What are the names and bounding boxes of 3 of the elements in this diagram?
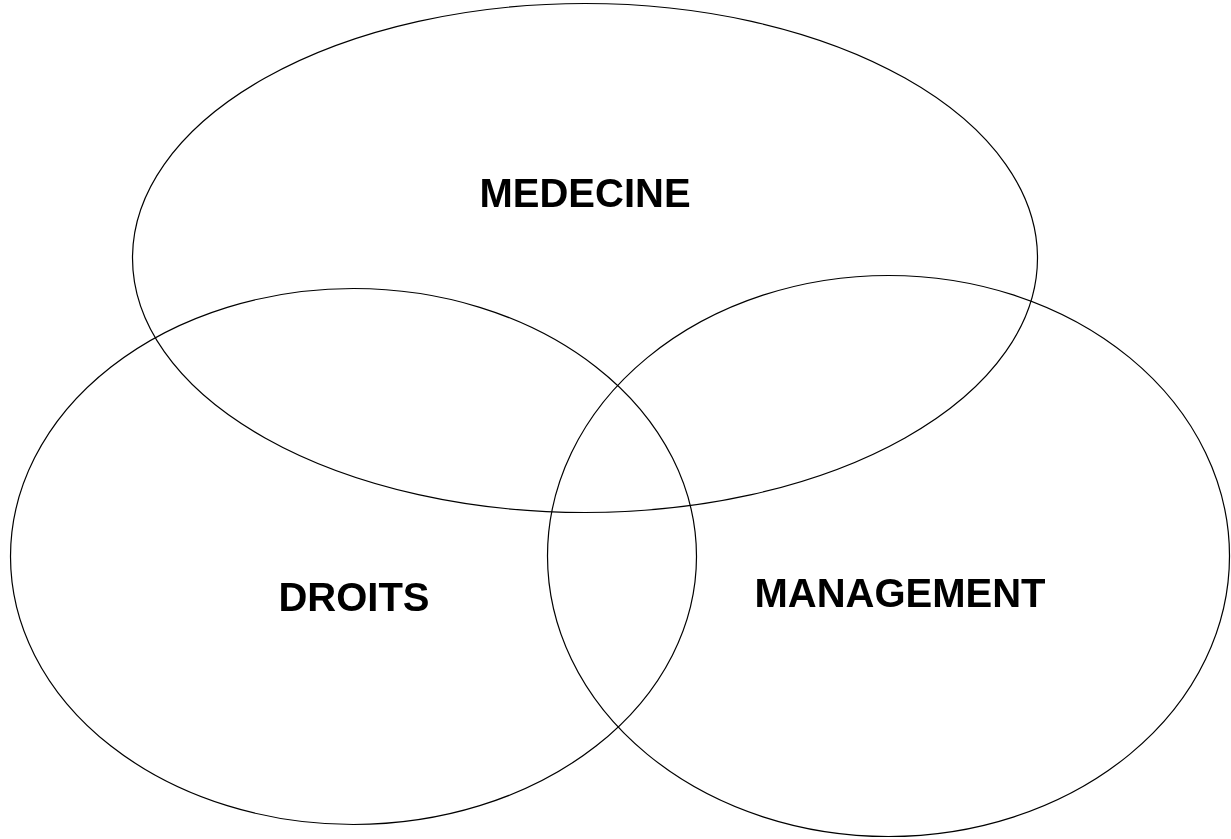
set-label: MEDECINE	[479, 170, 691, 216]
set-label: DROITS	[278, 574, 430, 620]
set-label: MANAGEMENT	[754, 570, 1046, 616]
